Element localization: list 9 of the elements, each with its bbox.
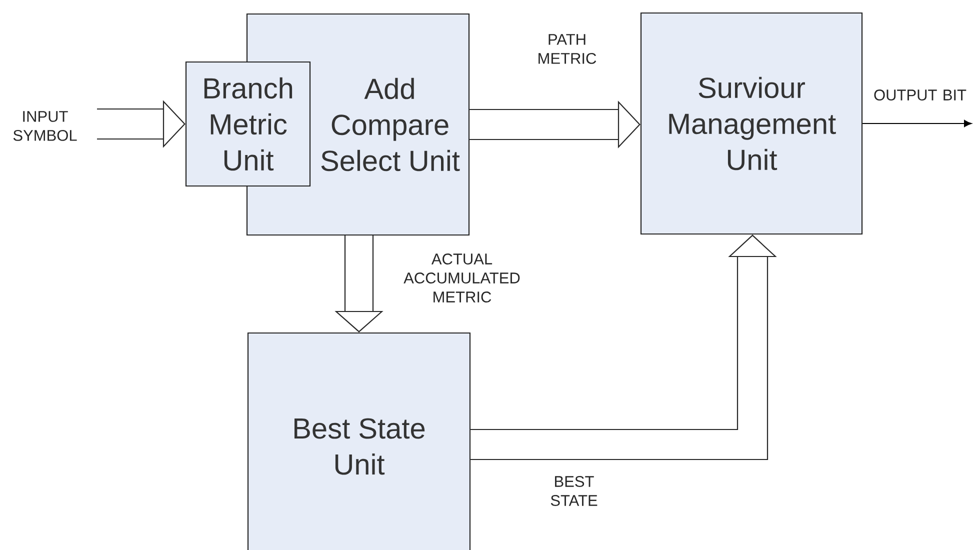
edge-label: BEST STATE [550,476,598,506]
arrow [862,120,972,127]
edge-label: PATH METRIC [538,34,596,64]
unit-box: Best State Unit [247,332,471,550]
unit-box: Branch Metric Unit [185,61,311,187]
edge-label: OUTPUT BIT [874,90,966,100]
edge-label: ACTUAL ACCUMULATED METRIC [404,254,520,302]
unit-box: Surviour Management Unit [640,12,863,235]
edge-label: INPUT SYMBOL [13,111,77,141]
